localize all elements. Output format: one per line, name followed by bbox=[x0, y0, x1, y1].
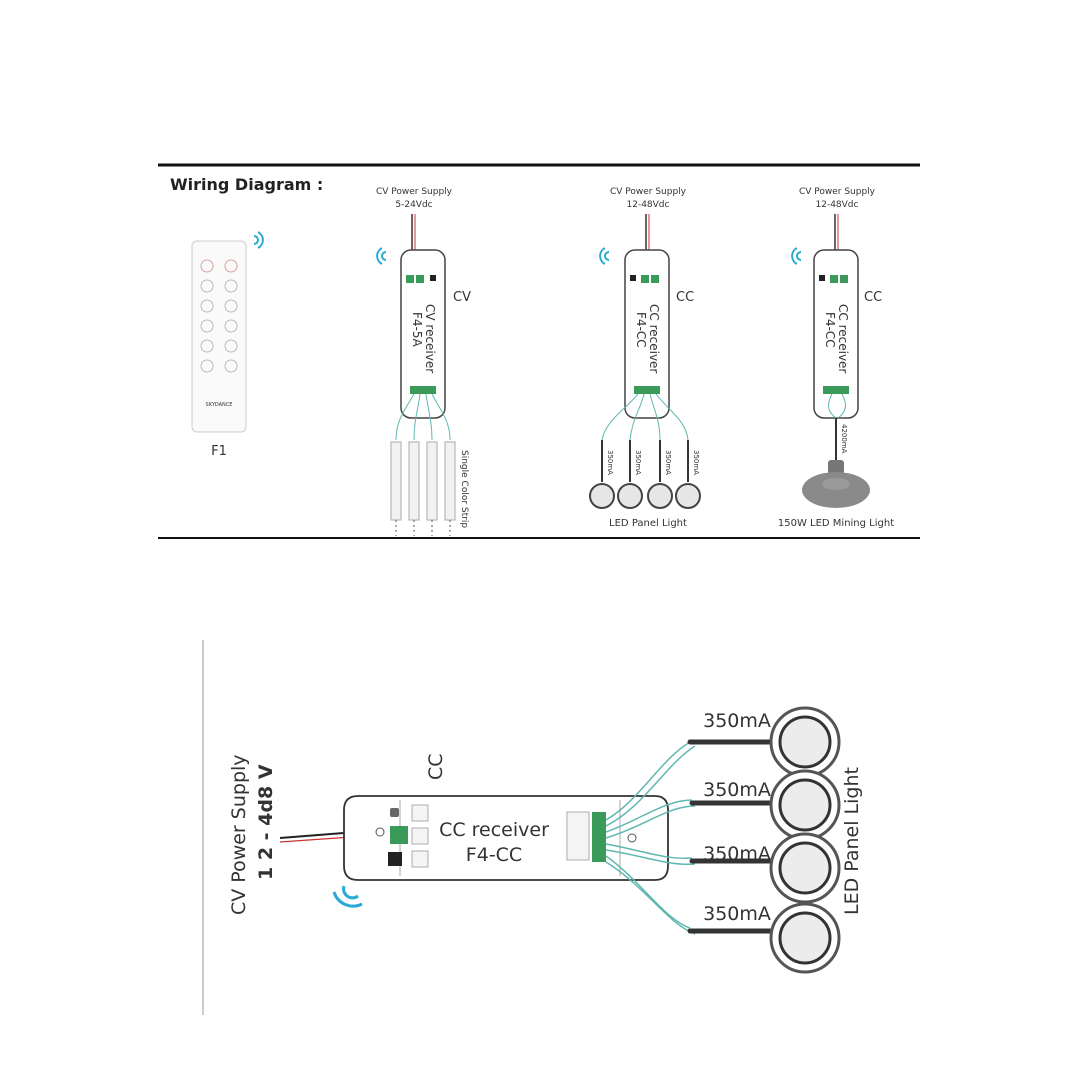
bottom-receiver-model: F4-CC bbox=[466, 844, 522, 866]
cv-load-label: Single Color Strip bbox=[459, 450, 469, 528]
cc1-current-1: 350mA bbox=[606, 450, 614, 475]
cc1-output-terminal bbox=[634, 386, 660, 394]
cc2-tag: CC bbox=[864, 290, 882, 305]
bottom-output-terminal bbox=[592, 812, 606, 862]
bottom-supply-voltage: 1 2 - 4d8 V bbox=[255, 764, 277, 880]
cv-supply-voltage: 5-24Vdc bbox=[395, 200, 432, 210]
cv-wifi-icon bbox=[376, 247, 387, 265]
cv-receiver-name: CV receiver bbox=[423, 304, 437, 373]
remote-body bbox=[191, 240, 247, 433]
cc1-tag: CC bbox=[676, 290, 694, 305]
cv-output-terminal bbox=[410, 386, 436, 394]
cc2-current: 4200mA bbox=[840, 424, 848, 454]
cc1-current-3: 350mA bbox=[664, 450, 672, 475]
bottom-current-4: 350mA bbox=[703, 903, 771, 925]
cc1-supply-voltage: 12-48Vdc bbox=[627, 200, 670, 210]
remote-label: F1 bbox=[211, 444, 227, 459]
bottom-tag: CC bbox=[425, 753, 447, 780]
cc2-receiver-name: CC receiver bbox=[836, 304, 850, 373]
cc2-supply-label: CV Power Supply bbox=[799, 187, 876, 197]
bottom-switch bbox=[388, 852, 402, 866]
cc1-load-label: LED Panel Light bbox=[609, 518, 687, 529]
cc-receiver-mining-diagram: CV Power Supply 12-48Vdc CC receiver F4-… bbox=[778, 187, 894, 529]
bottom-wifi-icon bbox=[332, 885, 363, 908]
cc2-wifi-icon bbox=[791, 247, 802, 265]
bottom-current-1: 350mA bbox=[703, 710, 771, 732]
bottom-input-terminal bbox=[390, 826, 408, 844]
cc2-supply-voltage: 12-48Vdc bbox=[816, 200, 859, 210]
remote-f1: SKYDANCE F1 bbox=[191, 231, 264, 459]
cc2-output-terminal bbox=[823, 386, 849, 394]
cc1-output-wires bbox=[601, 393, 689, 441]
bottom-current-3: 350mA bbox=[703, 843, 771, 865]
bottom-current-2: 350mA bbox=[703, 779, 771, 801]
cc2-load-label: 150W LED Mining Light bbox=[778, 518, 894, 529]
cv-output-wires bbox=[395, 393, 451, 441]
remote-wifi-icon bbox=[253, 231, 264, 249]
top-wiring-panel: Wiring Diagram : SKYDANCE F1 CV Power Su… bbox=[158, 163, 920, 539]
cv-receiver-housing bbox=[400, 249, 446, 419]
cv-tag: CV bbox=[453, 290, 471, 305]
bottom-receiver-name: CC receiver bbox=[439, 819, 549, 841]
cc2-receiver-model: F4-CC bbox=[823, 312, 837, 348]
bottom-load-label: LED Panel Light bbox=[841, 767, 863, 915]
wiring-diagram-title: Wiring Diagram : bbox=[170, 175, 323, 194]
remote-brand: SKYDANCE bbox=[206, 402, 233, 408]
cc1-current-2: 350mA bbox=[634, 450, 642, 475]
bottom-output-wires bbox=[605, 741, 696, 935]
cc1-receiver-housing bbox=[624, 249, 670, 419]
cc1-wifi-icon bbox=[599, 247, 610, 265]
cc1-led-panel-lights bbox=[589, 483, 701, 509]
cv-receiver-model: F4-5A bbox=[410, 312, 424, 348]
mining-light-icon bbox=[802, 460, 870, 508]
bottom-reset-button bbox=[390, 808, 399, 817]
cc1-receiver-model: F4-CC bbox=[634, 312, 648, 348]
single-color-strips bbox=[390, 441, 456, 536]
cc1-current-4: 350mA bbox=[692, 450, 700, 475]
bottom-detail-panel: CV Power Supply 1 2 - 4d8 V CC receiver … bbox=[202, 640, 863, 1015]
cv-supply-label: CV Power Supply bbox=[376, 187, 453, 197]
bottom-load-cables bbox=[687, 739, 773, 934]
bottom-led-panel-lights bbox=[769, 706, 841, 974]
cc-receiver-panels-diagram: CV Power Supply 12-48Vdc CC receiver F4-… bbox=[589, 187, 701, 529]
cc1-supply-label: CV Power Supply bbox=[610, 187, 687, 197]
cv-receiver-diagram: CV Power Supply 5-24Vdc CV receiver F4-5… bbox=[376, 187, 471, 536]
remote-buttons bbox=[200, 259, 238, 373]
cc1-receiver-name: CC receiver bbox=[647, 304, 661, 373]
bottom-supply-label: CV Power Supply bbox=[228, 754, 250, 915]
